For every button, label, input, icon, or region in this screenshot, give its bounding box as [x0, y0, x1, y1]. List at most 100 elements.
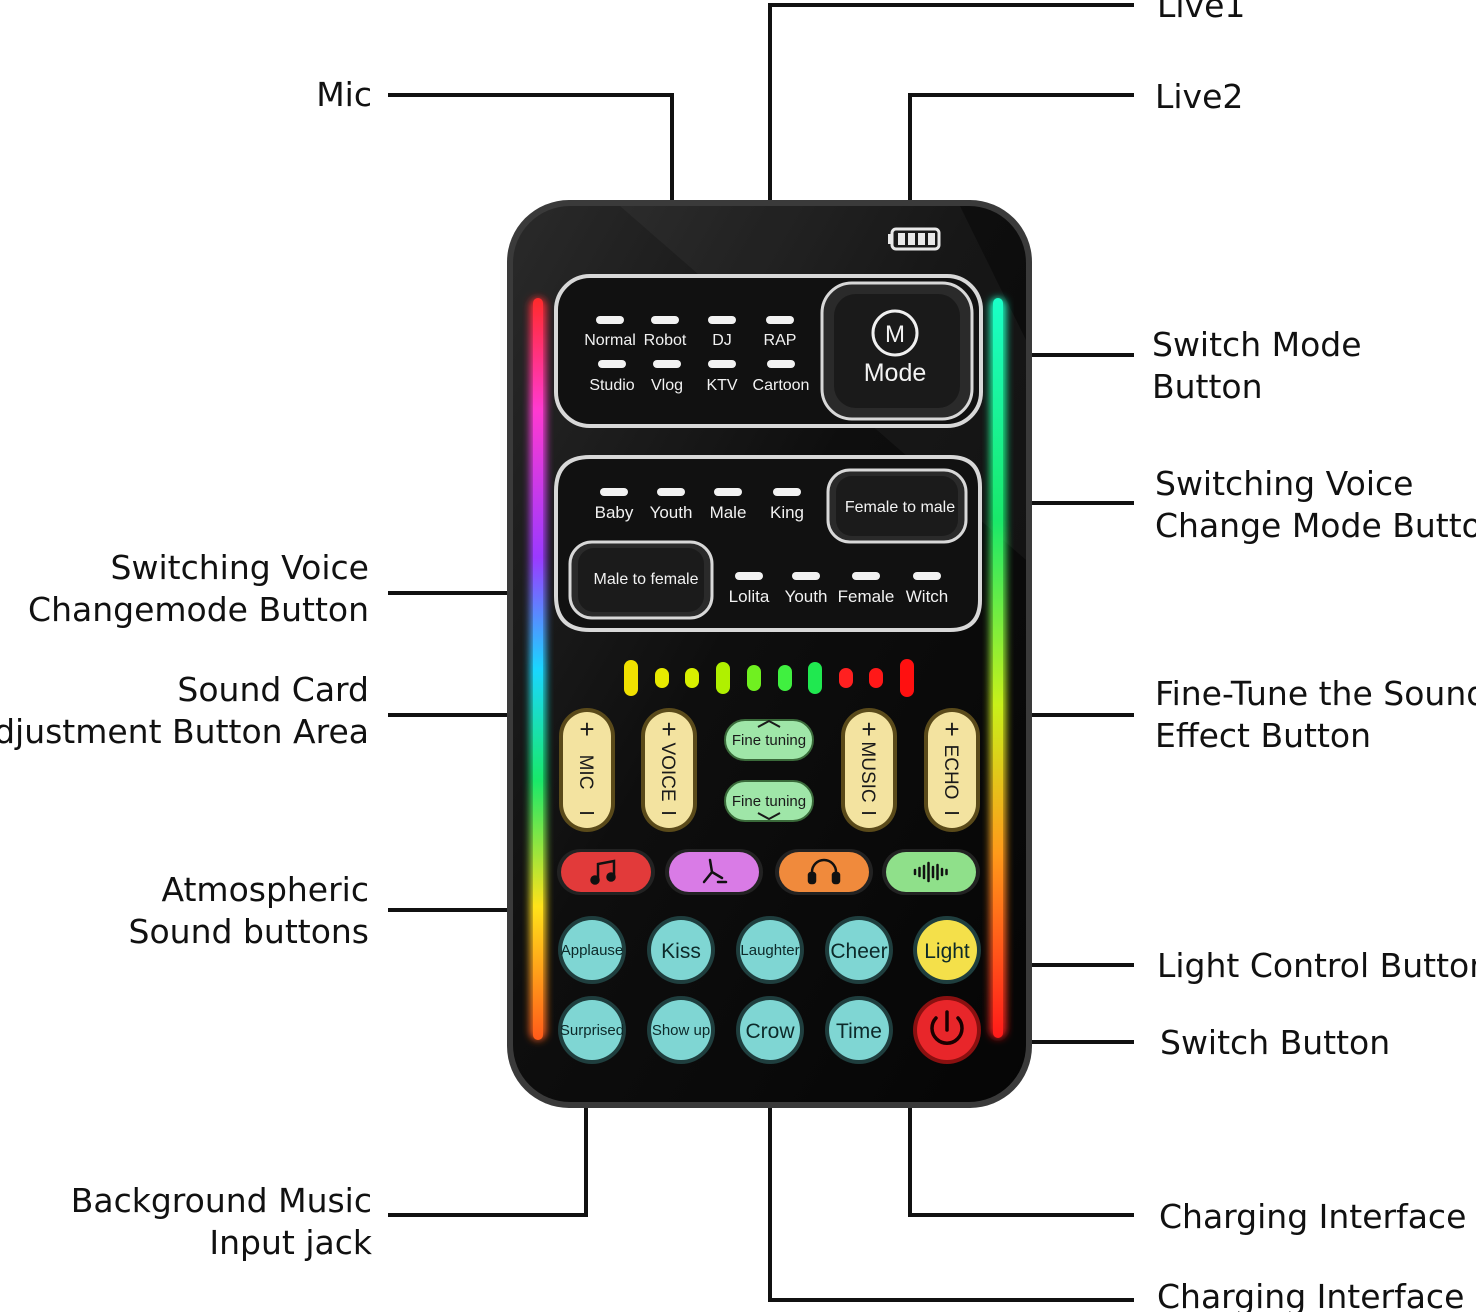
- mode-button[interactable]: M Mode: [820, 281, 974, 421]
- sound-button-laughter[interactable]: Laughter: [736, 916, 804, 984]
- callout-mic: Mic: [316, 75, 372, 114]
- fine-tuning-up-button[interactable]: Fine tuning: [724, 719, 814, 761]
- mode-option-rap[interactable]: RAP: [764, 316, 797, 349]
- level-led: [778, 665, 792, 691]
- sound-button-face: [740, 920, 800, 980]
- effect-button-4[interactable]: [882, 849, 980, 895]
- music-notes-icon: [590, 859, 616, 885]
- voice-option-label: King: [770, 503, 804, 522]
- level-led: [900, 659, 914, 697]
- mode-indicator: [598, 360, 626, 368]
- power-button[interactable]: [913, 996, 981, 1064]
- mode-option-normal[interactable]: Normal: [584, 316, 636, 349]
- right-rgb-rail: [993, 298, 1003, 1038]
- effect-button-3[interactable]: [775, 849, 873, 895]
- voice-option-label: Youth: [785, 587, 828, 606]
- level-led: [685, 668, 699, 688]
- leader-mic: [388, 93, 674, 200]
- voice-indicator: [773, 488, 801, 496]
- voice-option-label: Female: [838, 587, 895, 606]
- voice-indicator: [792, 572, 820, 580]
- mode-option-dj[interactable]: DJ: [708, 316, 736, 349]
- voice-row-top: Baby Youth Male King: [595, 488, 804, 522]
- callout-voice-change-left-line1: Switching Voice: [111, 548, 369, 587]
- voice-option-female[interactable]: Female: [838, 572, 895, 606]
- callout-atmospheric-line1: Atmospheric: [161, 870, 369, 909]
- sound-button-light[interactable]: Light: [913, 916, 981, 984]
- mode-option-vlog[interactable]: Vlog: [651, 360, 683, 394]
- gesture-icon: [702, 858, 728, 884]
- callout-bg-music-line2: Input jack: [209, 1223, 372, 1262]
- callout-sound-card-line1: Sound Card: [177, 670, 369, 709]
- male-to-female-label: Male to female: [594, 571, 699, 588]
- mode-option-label: Vlog: [651, 377, 683, 394]
- fine-tuning-down-button[interactable]: Fine tuning: [724, 780, 814, 822]
- mode-option-label: KTV: [706, 377, 737, 394]
- sound-button-time[interactable]: Time: [825, 996, 893, 1064]
- battery-icon: [888, 227, 941, 251]
- callout-voice-change-left-line2: Changemode Button: [28, 590, 369, 629]
- level-led: [839, 668, 853, 688]
- voice-option-label: Lolita: [729, 587, 770, 606]
- waveform-icon: [913, 861, 948, 883]
- minus-icon: I: [857, 810, 879, 816]
- sound-button-applause[interactable]: Applause: [558, 916, 626, 984]
- callout-live2: Live2: [1155, 77, 1243, 116]
- sound-button-label: Light: [924, 940, 970, 963]
- voice-option-youth[interactable]: Youth: [650, 488, 693, 522]
- sound-button-surprised[interactable]: Surprised: [558, 996, 626, 1064]
- voice-option-king[interactable]: King: [770, 488, 804, 522]
- level-led: [716, 662, 730, 694]
- mode-indicator: [651, 316, 679, 324]
- sound-button-show-up[interactable]: Show up: [647, 996, 715, 1064]
- callout-voice-change-right-line2: Change Mode Button: [1155, 506, 1476, 545]
- sound-button-label: Laughter: [740, 942, 799, 959]
- sound-button-face: [740, 1000, 800, 1060]
- mode-option-robot[interactable]: Robot: [644, 316, 687, 349]
- voice-option-lolita[interactable]: Lolita: [729, 572, 770, 606]
- level-led: [808, 662, 822, 694]
- leader-charging-2: [768, 1106, 1134, 1302]
- sound-button-label: Show up: [652, 1022, 710, 1039]
- sound-button-face: [651, 1000, 711, 1060]
- sound-button-kiss[interactable]: Kiss: [647, 916, 715, 984]
- mode-option-label: RAP: [764, 332, 797, 349]
- mode-indicator: [653, 360, 681, 368]
- sound-button-label: Surprised: [560, 1022, 624, 1039]
- callout-atmospheric-line2: Sound buttons: [129, 912, 369, 951]
- voice-indicator: [913, 572, 941, 580]
- voice-option-baby[interactable]: Baby: [595, 488, 634, 522]
- mode-option-label: Cartoon: [753, 377, 810, 394]
- mode-indicator: [708, 316, 736, 324]
- mode-option-cartoon[interactable]: Cartoon: [753, 360, 810, 394]
- sound-button-crow[interactable]: Crow: [736, 996, 804, 1064]
- effect-button-face: [561, 852, 651, 892]
- headphones-icon: [807, 858, 841, 885]
- sound-button-cheer[interactable]: Cheer: [825, 916, 893, 984]
- voice-option-witch[interactable]: Witch: [906, 572, 949, 606]
- mode-option-ktv[interactable]: KTV: [706, 360, 738, 394]
- voice-option-label: Witch: [906, 587, 949, 606]
- voice-indicator: [600, 488, 628, 496]
- voice-option-male[interactable]: Male: [710, 488, 747, 522]
- effect-button-2[interactable]: [665, 849, 763, 895]
- voice-option-youth[interactable]: Youth: [785, 572, 828, 606]
- mode-option-studio[interactable]: Studio: [589, 360, 635, 394]
- voice-option-label: Male: [710, 503, 747, 522]
- callout-fine-tune-line1: Fine-Tune the Sound: [1155, 674, 1476, 713]
- voice-option-label: Youth: [650, 503, 693, 522]
- sound-button-label: Time: [836, 1020, 882, 1043]
- voice-row-bottom: Lolita Youth Female Witch: [729, 572, 949, 606]
- voice-option-label: Baby: [595, 503, 634, 522]
- slider-label: MIC: [575, 755, 596, 790]
- effect-button-1[interactable]: [557, 849, 655, 895]
- level-led: [869, 668, 883, 688]
- male-to-female-button[interactable]: Male to female: [568, 540, 714, 620]
- leader-live2: [908, 93, 1134, 200]
- female-to-male-button[interactable]: Female to male: [826, 468, 968, 544]
